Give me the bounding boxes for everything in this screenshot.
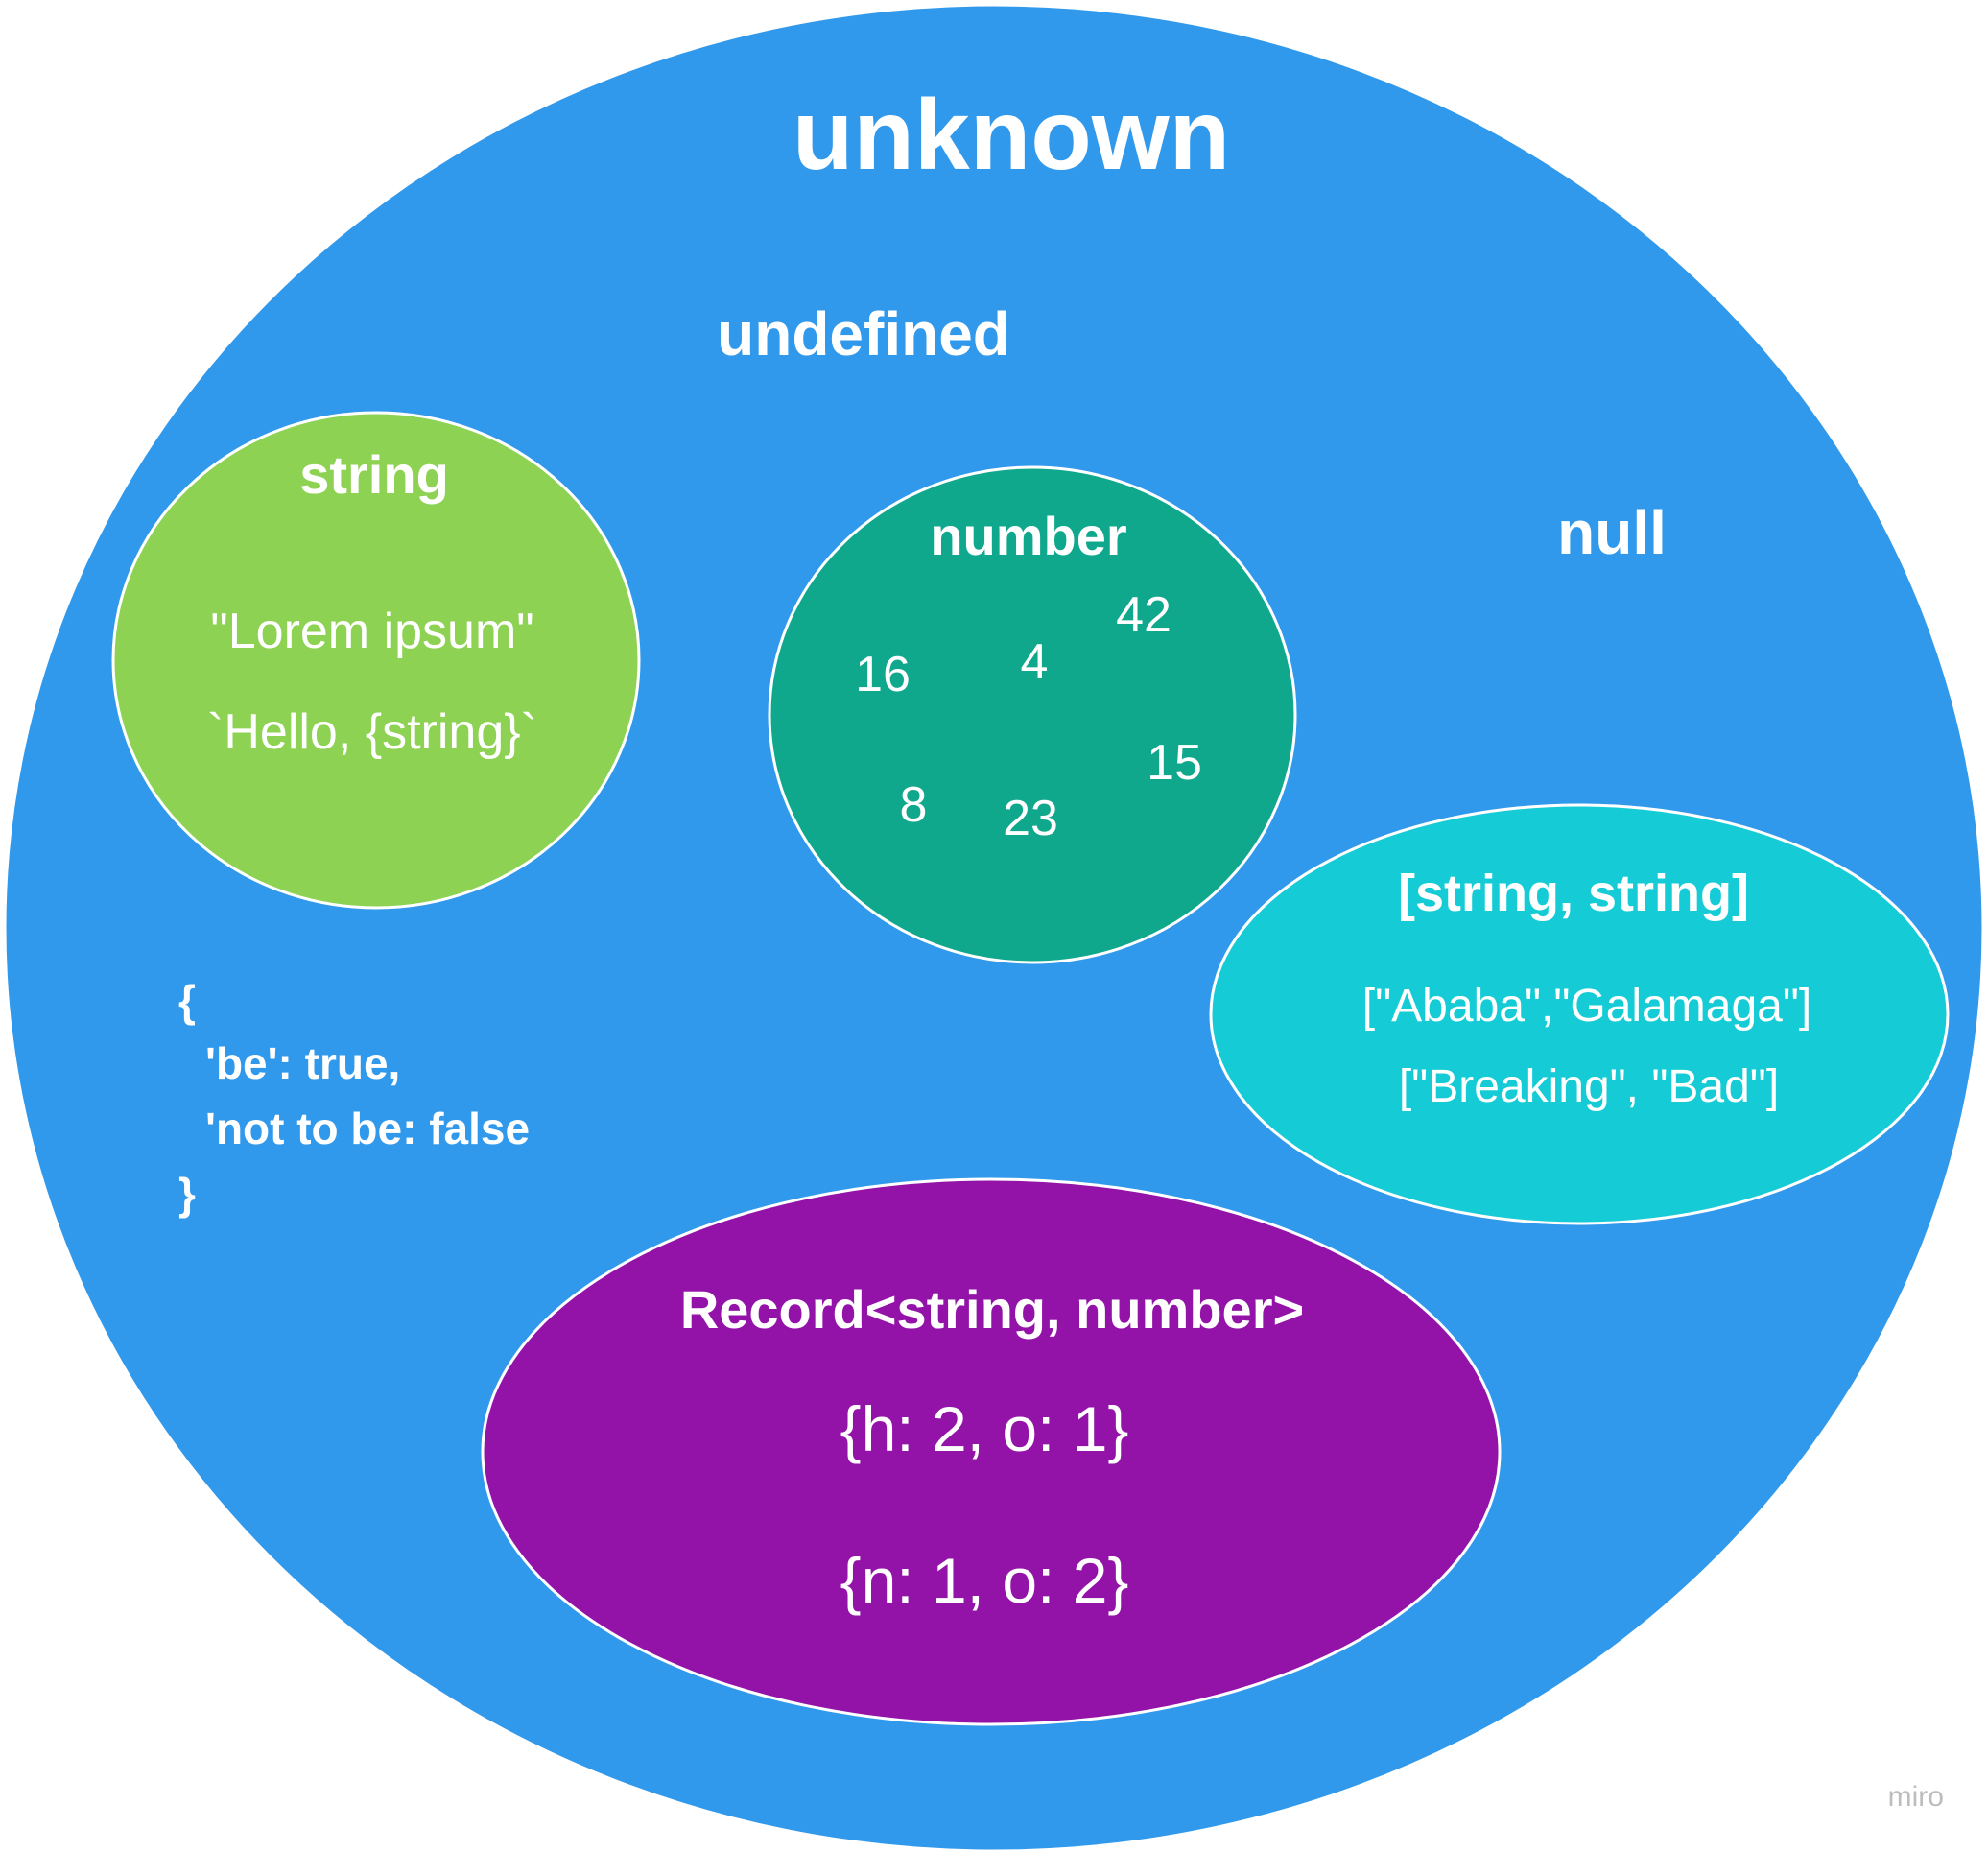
number-value-16: 16	[855, 647, 911, 702]
null-label: null	[1557, 498, 1667, 567]
object-literal-open-brace: {	[178, 976, 196, 1026]
tuple-set-title: [string, string]	[1398, 865, 1749, 922]
record-example-n-o: {n: 1, o: 2}	[840, 1545, 1129, 1616]
undefined-label: undefined	[717, 299, 1010, 368]
object-literal-line-be: 'be': true,	[205, 1038, 400, 1088]
number-value-23: 23	[1003, 791, 1058, 846]
unknown-title: unknown	[793, 80, 1230, 191]
tuple-example-breaking-bad: ["Breaking", "Bad"]	[1399, 1061, 1779, 1112]
number-value-15: 15	[1147, 735, 1202, 791]
record-example-h-o: {h: 2, o: 1}	[840, 1393, 1129, 1464]
number-value-4: 4	[1021, 634, 1049, 690]
string-set-title: string	[299, 444, 449, 505]
object-literal-close-brace: }	[178, 1169, 196, 1219]
number-value-42: 42	[1116, 587, 1172, 643]
tuple-example-ababa: ["Ababa","Galamaga"]	[1362, 981, 1811, 1032]
string-set-ellipse	[111, 411, 641, 910]
object-literal-line-not-to-be: 'not to be: false	[205, 1104, 530, 1153]
string-example-template: `Hello, {string}`	[207, 704, 537, 760]
miro-watermark: miro	[1888, 1781, 1944, 1813]
record-set-ellipse	[481, 1177, 1502, 1726]
number-set-ellipse	[768, 465, 1297, 964]
record-set-title: Record<string, number>	[680, 1279, 1304, 1340]
string-example-lorem: "Lorem ipsum"	[210, 604, 533, 659]
number-set-title: number	[930, 506, 1126, 566]
number-value-8: 8	[900, 777, 928, 833]
tuple-set-ellipse	[1209, 803, 1950, 1225]
